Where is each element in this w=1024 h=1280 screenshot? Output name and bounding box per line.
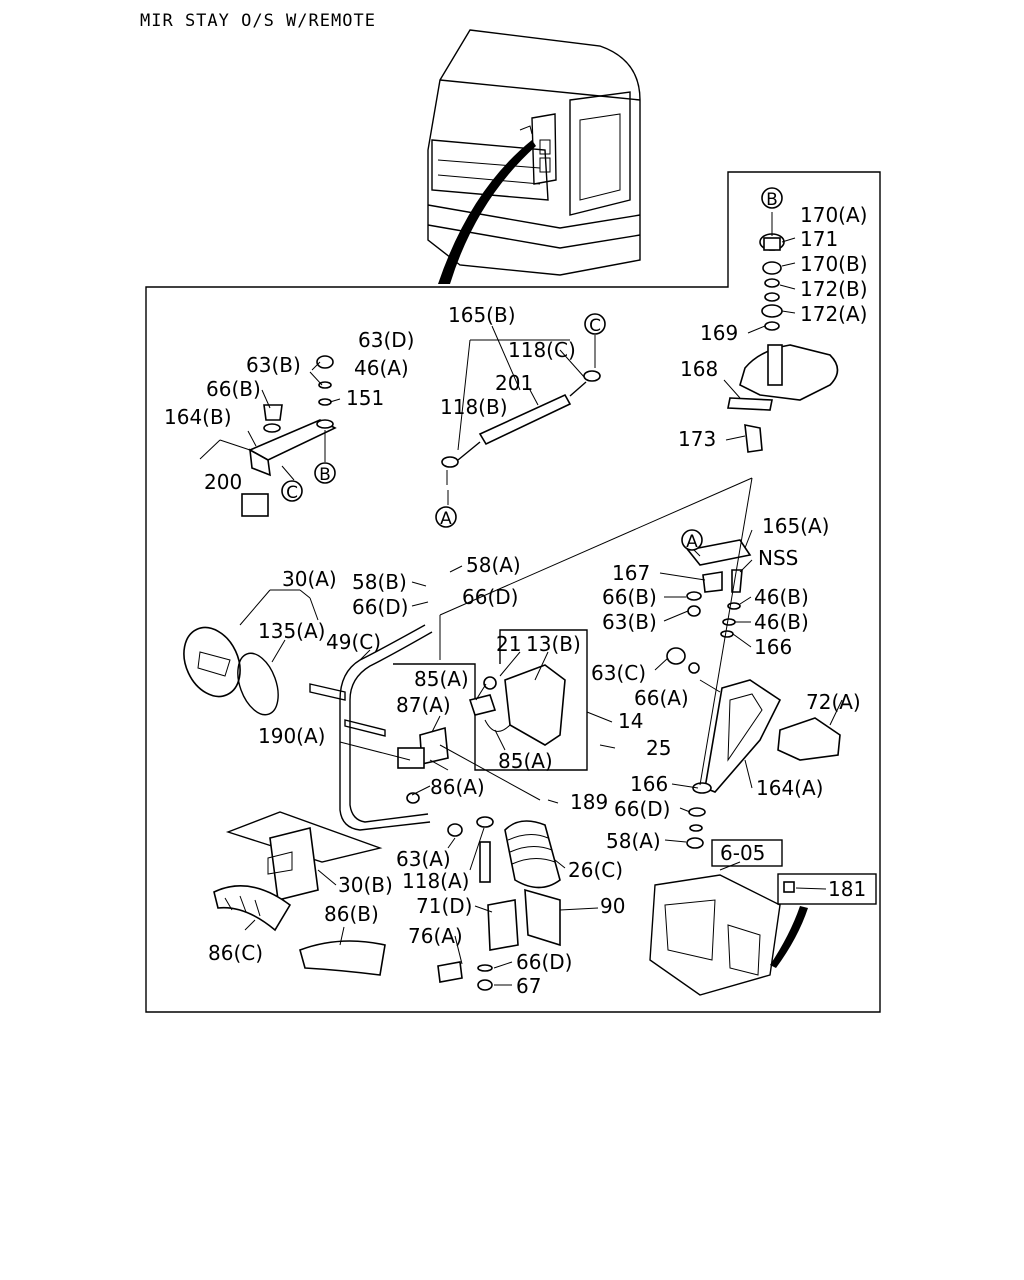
callout-181: 181 [828,877,866,901]
mirror-30a [183,626,279,716]
callout-86b: 86(B) [324,902,379,926]
callout-66b-right: 66(B) [602,585,657,609]
ref-b-left: B [319,465,331,485]
lower-parts [406,792,561,991]
callout-169: 169 [700,321,738,345]
callout-86c: 86(C) [208,941,263,965]
callout-58b: 58(B) [352,570,407,594]
ref-a-right: A [686,532,698,552]
rod-assembly-201 [441,370,601,485]
callout-labels: 165(B) 118(C) 201 118(B) 63(D) 63(B) 46(… [164,203,868,998]
callout-66b-left: 66(B) [206,377,261,401]
callout-190a: 190(A) [258,724,325,748]
callout-201: 201 [495,371,533,395]
callout-49c: 49(C) [326,630,381,654]
callout-66d-mid: 66(D) [462,585,518,609]
callout-165a: 165(A) [762,514,829,538]
callout-170a: 170(A) [800,203,867,227]
callout-135a: 135(A) [258,619,325,643]
callout-85a-lower: 85(A) [498,749,553,773]
callout-164a: 164(A) [756,776,823,800]
callout-173: 173 [678,427,716,451]
callout-172b: 172(B) [800,277,868,301]
callout-164b: 164(B) [164,405,232,429]
diagram-title: MIR STAY O/S W/REMOTE [140,11,376,31]
main-frame [145,171,881,1013]
callout-66a: 66(A) [634,686,689,710]
callout-66d-lower: 66(D) [516,950,572,974]
callout-46b-lower: 46(B) [754,610,809,634]
truck-cab-illustration [427,29,641,284]
callout-58a-left: 58(A) [466,553,521,577]
callout-166-upper: 166 [754,635,792,659]
callout-63a: 63(A) [396,847,451,871]
mirror-stay-49c [309,624,433,831]
reference-markers: B C A B C A [281,187,783,552]
callout-66d-right: 66(D) [614,797,670,821]
callout-46a: 46(A) [354,356,409,380]
callout-118a: 118(A) [402,869,469,893]
callout-67: 67 [516,974,541,998]
callout-63b-right: 63(B) [602,610,657,634]
callout-189: 189 [570,790,608,814]
callout-76a: 76(A) [408,924,463,948]
mirror-30b [225,811,383,901]
ref-c-top: C [589,316,601,336]
callout-85a-upper: 85(A) [414,667,469,691]
bracket-165a [686,539,752,638]
callout-151: 151 [346,386,384,410]
ref-c-left: C [286,483,298,503]
callout-200: 200 [204,470,242,494]
bracket-assembly-168 [727,212,839,453]
callout-87a: 87(A) [396,693,451,717]
callout-6-05: 6-05 [720,841,765,865]
callout-26c: 26(C) [568,858,623,882]
callout-90: 90 [600,894,625,918]
callout-171: 171 [800,227,838,251]
ref-b-top: B [766,190,778,210]
callout-168: 168 [680,357,718,381]
callout-166-lower: 166 [630,772,668,796]
bracket-164a [666,647,841,849]
callout-21: 21 [496,632,521,656]
callout-25: 25 [646,736,671,760]
callout-66d-upper: 66(D) [352,595,408,619]
callout-30b: 30(B) [338,873,393,897]
callout-13b: 13(B) [526,632,581,656]
callout-63c: 63(C) [591,661,646,685]
callout-170b: 170(B) [800,252,868,276]
callout-172a: 172(A) [800,302,867,326]
leader-lines [199,237,843,986]
cab-body-panel [649,839,877,996]
callout-14: 14 [618,709,643,733]
callout-46b-upper: 46(B) [754,585,809,609]
callout-72a: 72(A) [806,690,861,714]
callout-118b: 118(B) [440,395,508,419]
callout-86a: 86(A) [430,775,485,799]
motor-box-13b [393,629,616,771]
mirror-cover-86c [213,885,292,932]
callout-58a-right: 58(A) [606,829,661,853]
callout-30a: 30(A) [282,567,337,591]
callout-118c: 118(C) [508,338,576,362]
ref-a-mid: A [440,509,452,529]
mirror-cover-86b [299,940,386,976]
callout-63d: 63(D) [358,328,414,352]
callout-63b-left: 63(B) [246,353,301,377]
callout-165b: 165(B) [448,303,516,327]
bracket-164b [241,355,337,517]
callout-71d: 71(D) [416,894,472,918]
callout-nss: NSS [758,546,798,570]
callout-167: 167 [612,561,650,585]
